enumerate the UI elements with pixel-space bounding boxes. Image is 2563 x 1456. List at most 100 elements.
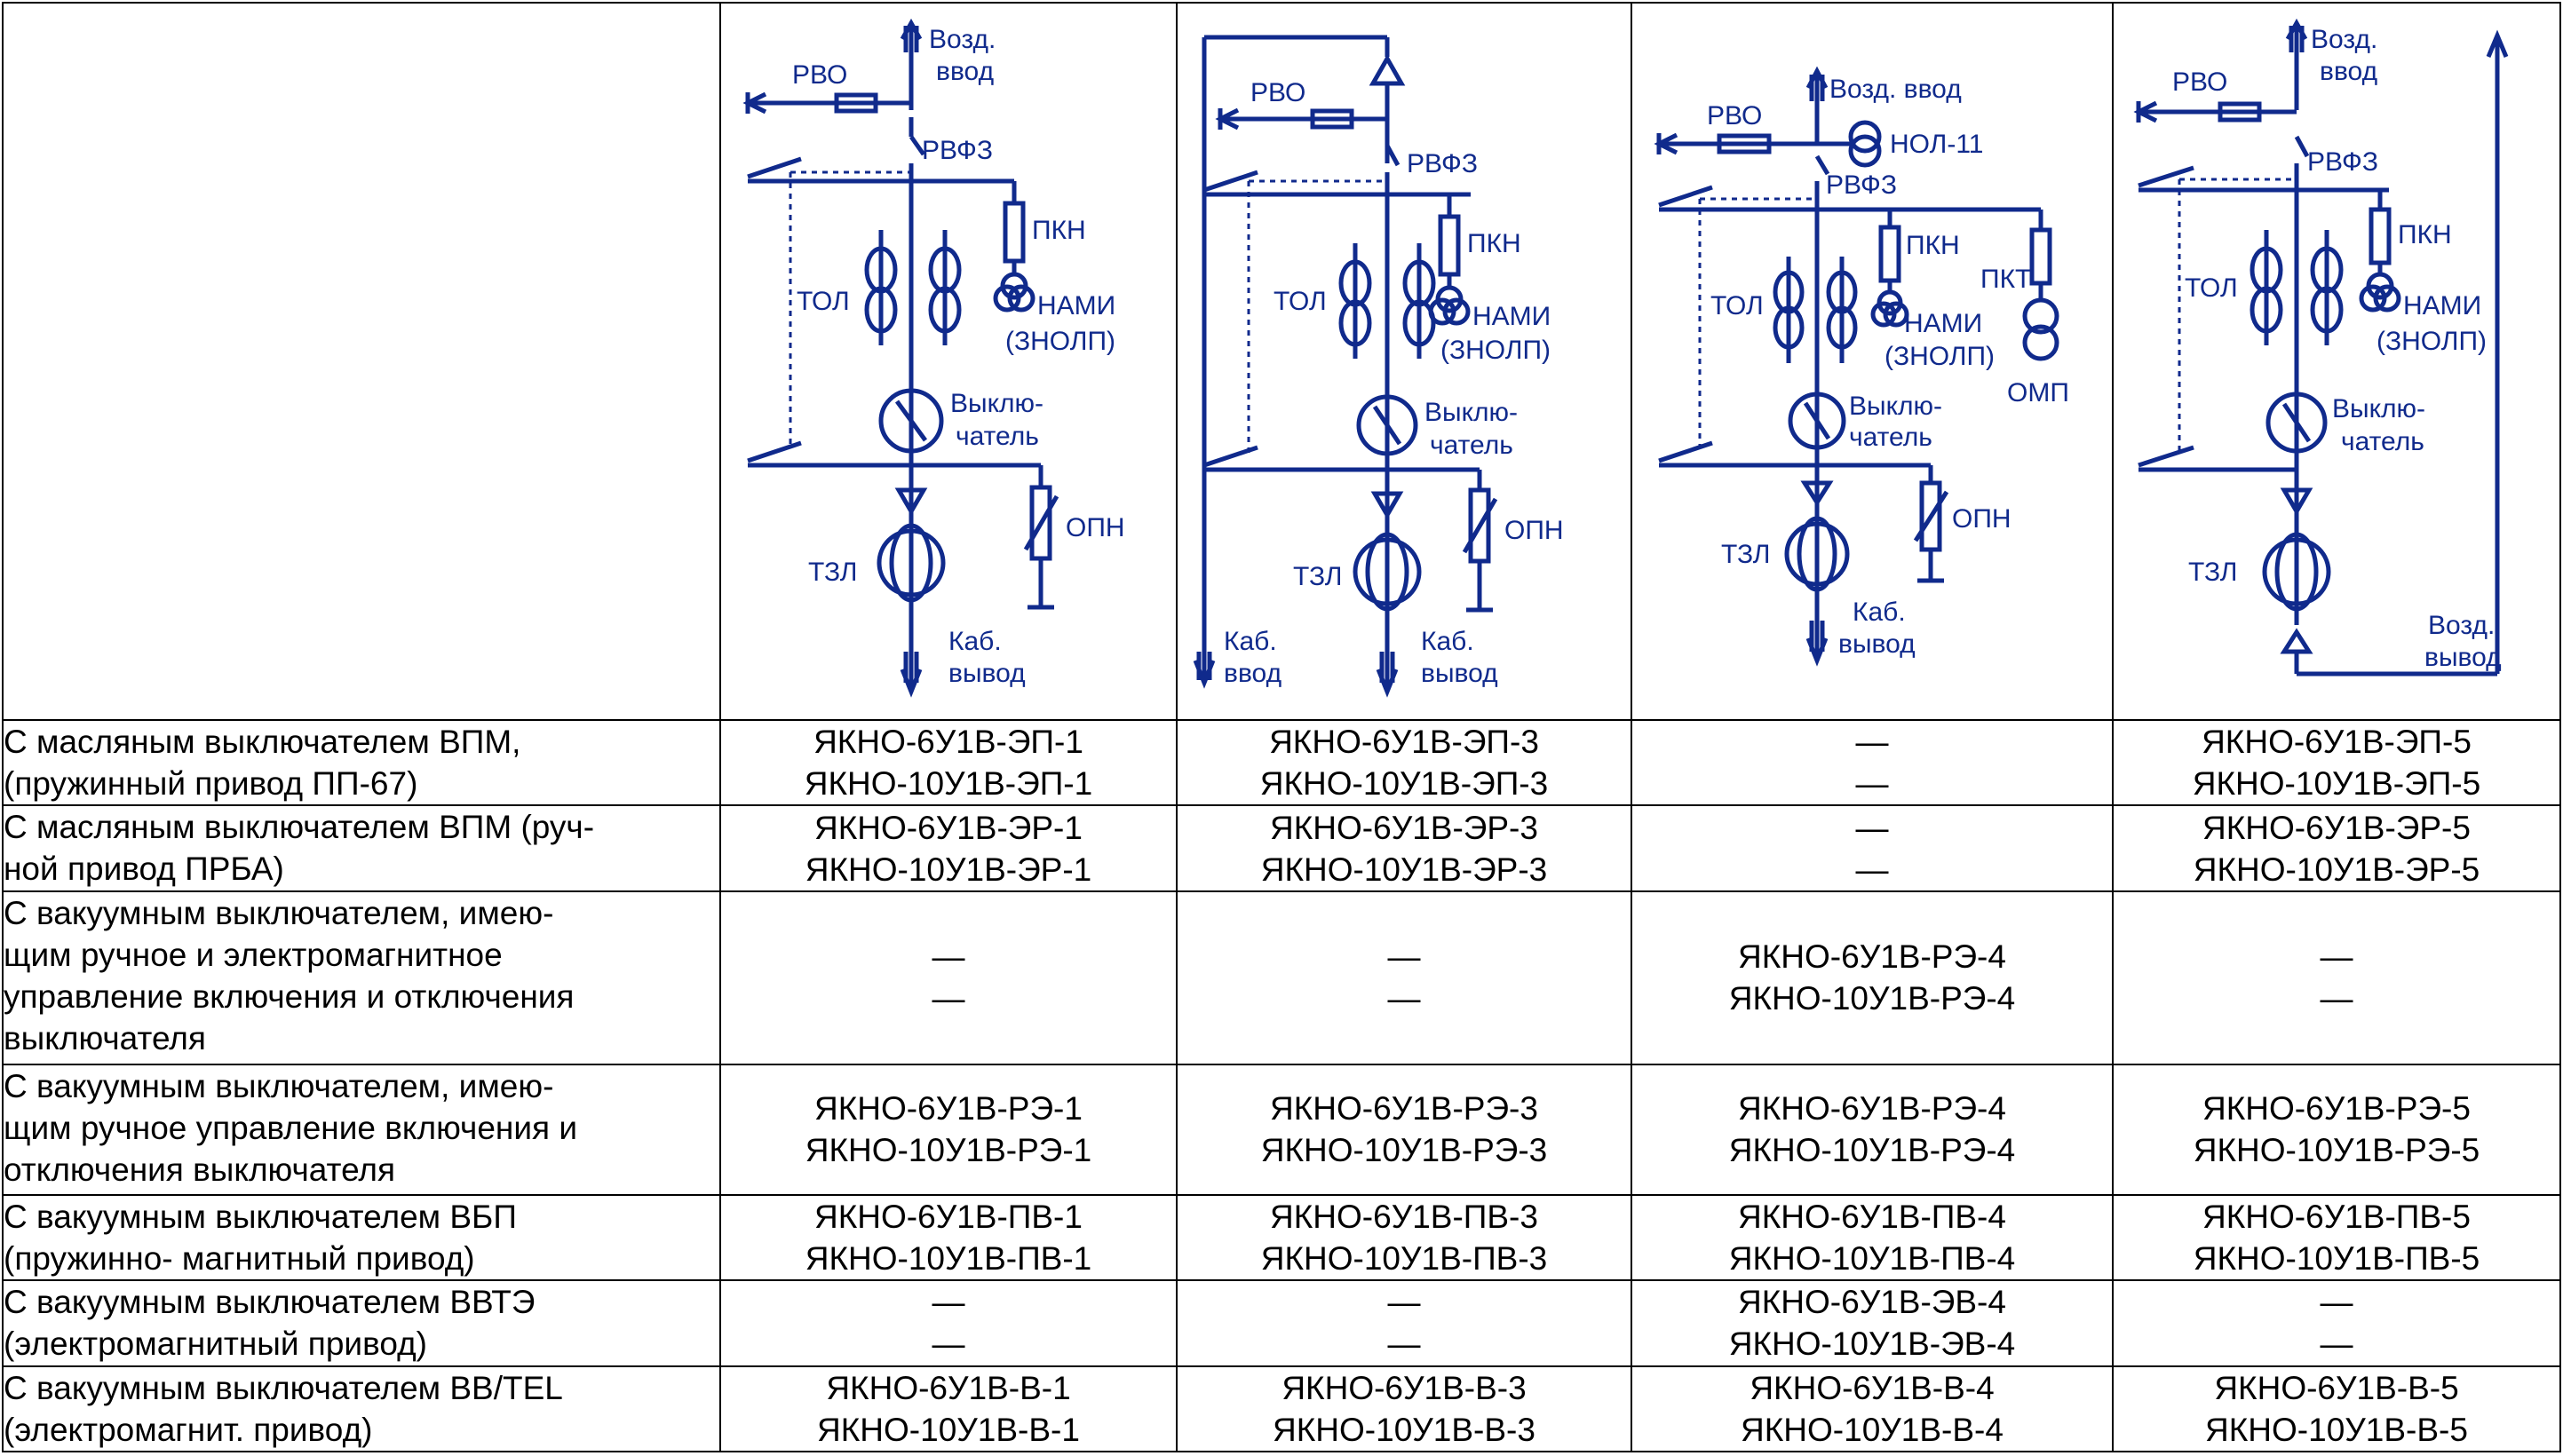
label-cable-input-2: ввод xyxy=(1224,659,1282,688)
table-row: С вакуумным выключателем ВБП(пружинно- м… xyxy=(2,1193,2561,1282)
row-label-line: С масляным выключателем ВПМ (руч- xyxy=(4,809,595,846)
label-cable-output-1: Каб. xyxy=(1853,597,1906,627)
label-rvfz: РВФЗ xyxy=(1407,149,1478,178)
model-code: — xyxy=(932,1325,965,1363)
model-cell: —— xyxy=(2112,1279,2561,1367)
model-code: ЯКНО-10У1В-ЭР-1 xyxy=(805,851,1092,888)
label-rvfz: РВФЗ xyxy=(922,136,993,165)
label-rvfz: РВФЗ xyxy=(2307,147,2378,177)
label-breaker-1: Выклю- xyxy=(950,389,1043,418)
circuit-diagram-2: РВО РВФЗ ПКН ТОЛ НАМИ (ЗНОЛП) Выклю- чат… xyxy=(1176,2,1632,721)
row-label-line: С вакуумным выключателем, имею- xyxy=(4,1067,554,1104)
row-label-line: отключения выключателя xyxy=(4,1151,396,1188)
model-code: ЯКНО-6У1В-ПВ-1 xyxy=(814,1198,1083,1235)
model-code: ЯКНО-6У1В-РЭ-4 xyxy=(1738,938,2006,976)
model-code: ЯКНО-6У1В-ЭР-1 xyxy=(814,809,1083,846)
model-cell: —— xyxy=(1631,804,2114,892)
label-air-input-2: ввод xyxy=(2320,57,2377,86)
circuit-diagram-3: Возд. ввод РВО НОЛ-11 РВФЗ ПКН ПКТ ТОЛ Н… xyxy=(1631,2,2114,721)
label-nami-2: (ЗНОЛП) xyxy=(2377,327,2487,356)
label-pkn: ПКН xyxy=(1906,231,1960,260)
label-tol: ТОЛ xyxy=(1274,287,1327,316)
model-code: — xyxy=(932,1284,965,1321)
row-label: С вакуумным выключателем, имею-щим ручно… xyxy=(2,1063,721,1196)
label-tzl: ТЗЛ xyxy=(1721,540,1770,569)
row-label: С вакуумным выключателем ВВТЭ (электромаг… xyxy=(2,1279,721,1367)
label-air-output-1: Возд. xyxy=(2428,611,2495,640)
row-label-line: С вакуумным выключателем ВВ/TEL xyxy=(4,1369,563,1406)
label-cable-output-1: Каб. xyxy=(948,627,1002,656)
model-code: ЯКНО-6У1В-ЭП-1 xyxy=(813,724,1083,761)
model-code: ЯКНО-10У1В-ПВ-4 xyxy=(1728,1239,2016,1277)
model-code: — xyxy=(1387,938,1421,976)
model-code: ЯКНО-6У1В-ЭР-5 xyxy=(2202,809,2471,846)
model-code: ЯКНО-10У1В-ЭП-5 xyxy=(2192,765,2481,803)
model-code: ЯКНО-6У1В-ПВ-3 xyxy=(1270,1198,1538,1235)
model-code: ЯКНО-6У1В-В-3 xyxy=(1282,1369,1527,1406)
model-code: ЯКНО-10У1В-ЭР-5 xyxy=(2193,851,2480,888)
label-nami-2: (ЗНОЛП) xyxy=(1885,342,1995,371)
model-code: ЯКНО-10У1В-ЭП-1 xyxy=(804,765,1093,803)
label-breaker-2: чатель xyxy=(1849,423,1932,452)
row-label-line: щим ручное управление включения и xyxy=(4,1109,577,1146)
circuit-diagram-1: Возд. ввод РВО РВФЗ ПКН ТОЛ НАМИ (ЗНОЛП)… xyxy=(719,2,1178,721)
label-nami-2: (ЗНОЛП) xyxy=(1005,327,1115,356)
label-pkt: ПКТ xyxy=(1980,265,2031,294)
row-label-line: (электромагнитный привод) xyxy=(4,1325,427,1363)
label-opn: ОПН xyxy=(1504,516,1564,545)
model-code: — xyxy=(932,938,965,976)
model-code: — xyxy=(1387,1284,1421,1321)
row-label-line: щим ручное и электромагнитное xyxy=(4,936,503,973)
table-row: С вакуумным выключателем, имею-щим ручно… xyxy=(2,890,2561,1065)
model-cell: —— xyxy=(2112,890,2561,1065)
label-tol: ТОЛ xyxy=(2185,273,2238,303)
label-cable-output-2: вывод xyxy=(1838,629,1916,659)
label-nami-2: (ЗНОЛП) xyxy=(1440,336,1551,365)
label-breaker-2: чатель xyxy=(2341,427,2424,456)
label-tzl: ТЗЛ xyxy=(2188,558,2237,587)
model-code: ЯКНО-6У1В-ПВ-4 xyxy=(1738,1198,2006,1235)
row-label-line: управление включения и отключения xyxy=(4,977,575,1015)
model-code: ЯКНО-10У1В-ПВ-1 xyxy=(805,1239,1092,1277)
model-cell: —— xyxy=(1631,718,2114,807)
model-code: ЯКНО-6У1В-ПВ-5 xyxy=(2202,1198,2471,1235)
model-code: ЯКНО-10У1В-В-5 xyxy=(2205,1411,2468,1448)
label-cable-output-2: вывод xyxy=(948,659,1026,688)
label-nami-1: НАМИ xyxy=(2403,291,2481,320)
label-rvfz: РВФЗ xyxy=(1826,170,1897,200)
label-rvo: РВО xyxy=(1250,78,1305,107)
model-code: ЯКНО-6У1В-В-1 xyxy=(826,1369,1071,1406)
circuit-diagram-4: Возд. ввод РВО РВФЗ ПКН ТОЛ НАМИ (ЗНОЛП)… xyxy=(2112,2,2561,721)
row-label-line: С масляным выключателем ВПМ, xyxy=(4,723,521,760)
model-code: ЯКНО-6У1В-РЭ-5 xyxy=(2202,1090,2471,1128)
model-code: — xyxy=(1855,851,1889,888)
model-code: ЯКНО-6У1В-В-4 xyxy=(1750,1369,1995,1406)
model-code: — xyxy=(1855,724,1889,761)
label-air-output-2: вывод xyxy=(2424,643,2502,672)
row-label-line: выключателя xyxy=(4,1019,206,1056)
label-breaker-1: Выклю- xyxy=(1849,392,1942,421)
label-air-input-2: ввод xyxy=(936,57,994,86)
model-code: ЯКНО-10У1В-ЭВ-4 xyxy=(1728,1325,2016,1363)
row-label-line: (пружинный привод ПП-67) xyxy=(4,764,418,802)
model-code: ЯКНО-6У1В-РЭ-3 xyxy=(1270,1090,1538,1128)
label-nami-1: НАМИ xyxy=(1472,302,1551,331)
row-label: С вакуумным выключателем ВБП(пружинно- м… xyxy=(2,1193,721,1282)
row-label: С вакуумным выключателем, имею-щим ручно… xyxy=(2,890,721,1065)
model-code: ЯКНО-10У1В-РЭ-4 xyxy=(1728,1132,2016,1169)
label-breaker-1: Выклю- xyxy=(2332,394,2425,423)
row-label-line: С вакуумным выключателем ВВТЭ xyxy=(4,1284,536,1321)
model-code: ЯКНО-6У1В-В-5 xyxy=(2214,1369,2459,1406)
model-code: — xyxy=(1387,1325,1421,1363)
